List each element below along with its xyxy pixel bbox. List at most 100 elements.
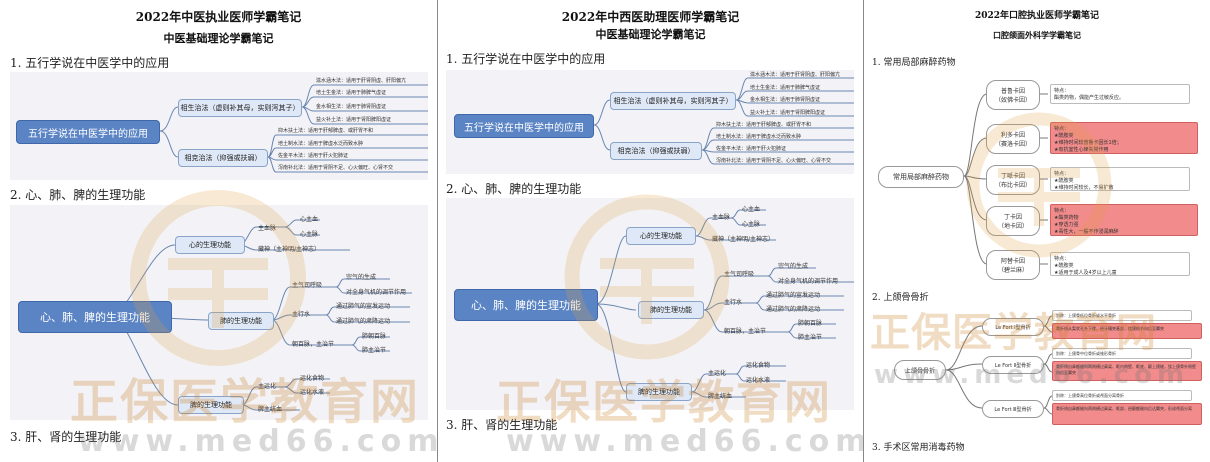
anesthetic-name: 丁哌卡因: [1001, 171, 1025, 180]
mindmap-root: 心、肺、脾的生理功能: [18, 301, 172, 333]
anesthetic-note: 特点： ★酰胺类 ★维持时间较普鲁卡因长1倍； ★有抗室性心律失常作用: [1050, 122, 1198, 154]
mindmap-branch-xiangke: 相克治法（抑强或扶弱）: [178, 149, 268, 167]
mindmap-leaf: 滋水涵木法：适用于肝肾阴虚、肝阳偏亢: [316, 78, 407, 84]
watermark-logo-icon: [130, 190, 306, 366]
section-heading-3: 3. 肝、肾的生理功能: [446, 418, 558, 432]
fracture-line-note: 骨折线从梨状孔外下缘，经牙槽突基部，绕颌结节向后至翼突: [1052, 323, 1202, 339]
mindmap-leaf: 培土制水法：适用于脾虚水泛而致水肿: [716, 134, 802, 140]
anesthetic-name: 丁卡因: [1003, 214, 1022, 221]
fracture-line-note: 骨折线自鼻额缝向两侧横过鼻梁、眶部，经颧额缝向后达翼突，形成颅面分离: [1052, 403, 1202, 425]
page-subtitle: 中医基础理论学霸笔记: [163, 32, 274, 45]
panel-divider: [863, 0, 864, 462]
mindmap-leaf: 主血脉: [258, 225, 277, 232]
mindmap-leaf: 抑木扶土法：适用于肝郁脾虚、或肝胃不和: [278, 128, 374, 134]
mindmap-leaf: 抑木扶土法：适用于肝郁脾虚、或肝胃不和: [716, 122, 812, 128]
mindmap-leaf: 肺主治节: [798, 334, 823, 341]
watermark-url: www.med66.com: [506, 424, 863, 459]
mindmap-leaf: 通过肺气的肃降运动: [766, 306, 821, 313]
mindmap-heart-lung-spleen: 心、肺、脾的生理功能 心的生理功能 肺的生理功能 脾的生理功能 主血脉 心主血 …: [446, 198, 854, 410]
mindmap-leaf: 肺朝百脉: [362, 333, 387, 340]
mindmap-leaf: 运化食物: [300, 375, 325, 382]
anesthetic-alias: （地卡因）: [997, 223, 1028, 230]
mindmap-leaf: 对全身气机的调节作用: [346, 289, 407, 296]
section-heading-1: 1. 常用局部麻醉药物: [872, 58, 956, 68]
mindmap-leaf: 主运化: [258, 383, 277, 390]
mindmap-connectors: [159, 84, 428, 173]
anesthetic-card: 丁卡因 （地卡因）: [986, 206, 1040, 236]
fracture-type-card: Le Fort Ⅱ型骨折: [982, 356, 1044, 374]
watermark-url: www.med66.com: [78, 424, 437, 459]
mindmap-root: 五行学说在中医学中的应用: [16, 120, 160, 144]
mindmap-leaf: 对全身气机的调节作用: [778, 278, 839, 285]
mindmap-leaf: 脾主统血: [708, 393, 733, 400]
mindmap-leaf: 培土生金法：适用于肺脾气虚证: [750, 85, 821, 91]
mindmap-leaf: 主运化: [708, 370, 727, 377]
mindmap-leaf: 泻南补北法：适用于肾阴不足、心火偏旺、心肾不交: [716, 158, 832, 164]
mindmap-node-lung: 肺的生理功能: [208, 312, 274, 330]
note-panel-2: 2022年中西医助理医师学霸笔记 中医基础理论学霸笔记 1. 五行学说在中医学中…: [438, 0, 863, 462]
watermark-logo-icon: [564, 194, 730, 360]
mindmap-wuxing: 五行学说在中医学中的应用 相生治法（虚则补其母，实则泻其子） 相克治法（抑强或扶…: [10, 72, 428, 180]
mindmap-leaf: 佐金平木法：适用于肝火犯肺证: [716, 146, 787, 152]
page-title: 2022年中医执业医师学霸笔记: [135, 10, 302, 24]
anesthetic-card: 阿替卡因 （碧兰麻）: [986, 250, 1040, 280]
anesthetic-card: 普鲁卡因 （奴佛卡因）: [986, 80, 1040, 110]
mindmap-connectors: [595, 209, 854, 398]
mindmap-node-spleen: 脾的生理功能: [178, 396, 244, 414]
mindmap-leaf: 心主血: [300, 216, 319, 223]
mindmap-leaf: 培土制水法：适用于脾虚水泛而致水肿: [278, 141, 364, 147]
mindmap-node-heart: 心的生理功能: [626, 227, 696, 245]
mindmap-leaf: 通过肺气的宣发运动: [336, 303, 391, 310]
anesthetic-name: 阿替卡因: [1000, 258, 1025, 265]
mindmap-connectors: [963, 93, 1048, 265]
page-subtitle: 口腔颌面外科学学霸笔记: [993, 30, 1081, 40]
anesthetic-card: 利多卡因 （赛洛卡因）: [986, 124, 1040, 154]
anesthetic-note: 特点： ★酰胺类 ★维持时间较长，不易扩散: [1050, 167, 1190, 191]
mindmap-leaf: 肺朝百脉: [798, 320, 823, 327]
mindmap-leaf: 佐金平木法：适用于肝火犯肺证: [278, 153, 349, 159]
mindmap-branch-xiangke: 相克治法（抑强或扶弱）: [610, 142, 702, 160]
mindmap-leaf: 滋水涵木法：适用于肝肾阴虚、肝阳偏亢: [750, 72, 841, 78]
mindmap-leaf: 朝百脉，主治节: [292, 341, 335, 348]
mindmap-leaf: 运化水液: [746, 377, 771, 384]
mindmap-root: 上颌骨骨折: [894, 360, 946, 380]
mindmap-root: 常用局部麻醉药物: [878, 166, 964, 188]
section-heading-2: 2. 心、肺、脾的生理功能: [10, 188, 146, 202]
anesthetic-alias: （碧兰麻）: [997, 267, 1028, 274]
fracture-alias-note: 别称：上颌骨低位骨折或水平骨折: [1052, 310, 1192, 321]
mindmap-node-spleen: 脾的生理功能: [626, 383, 692, 401]
mindmap-leaf: 主行水: [292, 311, 311, 318]
fracture-alias-note: 别称：上颌骨高位骨折或颅面分离骨折: [1052, 390, 1192, 401]
mindmap-branch-xiangsheng: 相生治法（虚则补其母，实则泻其子）: [178, 99, 302, 117]
mindmap-leaf: 益火补土法：适用于肾阳脾阳虚证: [750, 110, 826, 116]
mindmap-connectors: [593, 77, 854, 165]
section-heading-1: 1. 五行学说在中医学中的应用: [10, 56, 170, 70]
anesthetic-card: 丁哌卡因 （布比卡因）: [986, 165, 1040, 195]
mindmap-leaf: 通过肺气的宣发运动: [766, 292, 821, 299]
anesthetic-alias: （奴佛卡因）: [994, 97, 1031, 104]
note-panel-3: 2022年口腔执业医师学霸笔记 口腔颌面外科学学霸笔记 1. 常用局部麻醉药物 …: [864, 0, 1210, 462]
mindmap-leaf: 心主脉: [300, 231, 319, 238]
anesthetic-alias: （赛洛卡因）: [994, 141, 1031, 148]
mindmap-leaf: 主气司呼吸: [292, 282, 323, 289]
mindmap-leaf: 肺主治节: [362, 347, 387, 354]
section-heading-2: 2. 心、肺、脾的生理功能: [446, 182, 582, 196]
mindmap-wuxing: 五行学说在中医学中的应用 相生治法（虚则补其母，实则泻其子） 相克治法（抑强或扶…: [446, 70, 854, 174]
mindmap-anesthetics: 常用局部麻醉药物 普鲁卡因 （奴佛卡因） 特点： 酯类药物，偶能产生过敏反应。 …: [872, 72, 1206, 282]
anesthetic-name: 利多卡因: [1000, 132, 1025, 139]
mindmap-leaf: 朝百脉，主治节: [724, 328, 767, 335]
mindmap-leaf: 通过肺气的肃降运动: [336, 318, 391, 325]
anesthetic-alias: （布比卡因）: [994, 182, 1031, 189]
mindmap-connectors: [945, 315, 1053, 415]
mindmap-leaf: 运化水液: [300, 389, 325, 396]
mindmap-leaf: 宗气的生成: [346, 274, 377, 281]
mindmap-leaf: 主气司呼吸: [724, 271, 755, 278]
mindmap-leaf: 主行水: [724, 299, 743, 306]
anesthetic-note: 特点： ★酰胺类 ★适用于成人及4岁以上儿童: [1050, 252, 1190, 276]
section-heading-3: 3. 手术区常用消毒药物: [872, 443, 965, 453]
anesthetic-name: 普鲁卡因: [1000, 88, 1025, 95]
mindmap-leaf: 心主血: [742, 206, 761, 213]
mindmap-leaf: 藏神（主神明/主神志）: [258, 246, 321, 253]
mindmap-node-heart: 心的生理功能: [175, 236, 245, 254]
fracture-alias-note: 别称：上颌骨中位骨折或锥形骨折: [1052, 348, 1192, 359]
